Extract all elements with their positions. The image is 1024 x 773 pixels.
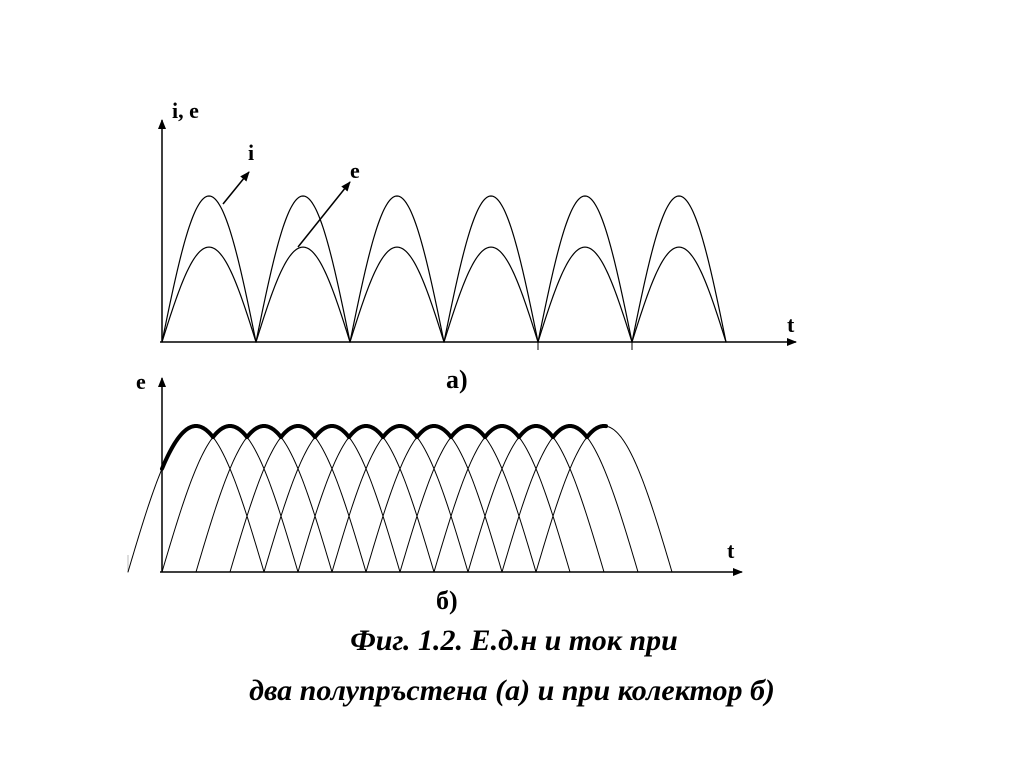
pulse-e [443, 246, 539, 343]
pulse-b [501, 425, 639, 573]
panel-b-curves [127, 424, 673, 573]
pulse-e [161, 246, 257, 343]
curve-i-pointer [222, 171, 250, 205]
pulse-b [399, 425, 537, 573]
panel-a: i, e t i e а) [158, 98, 797, 394]
pulse-e [631, 246, 727, 343]
pulse-i [161, 195, 257, 343]
pulse-e [255, 246, 351, 343]
panel-b-sublabel: б) [436, 586, 458, 615]
curve-e-pointer [297, 181, 351, 248]
pulse-i [349, 195, 445, 343]
pulse-b [433, 425, 571, 573]
pulse-b [365, 425, 503, 573]
pulse-b [535, 425, 673, 573]
pulse-i [537, 195, 633, 343]
pulse-i [631, 195, 727, 343]
pulse-b [297, 425, 435, 573]
panel-a-y-axis-label: i, e [172, 98, 199, 123]
panel-b-y-axis-label: e [136, 369, 146, 394]
caption-line-2: два полупръстена (а) и при колектор б) [249, 674, 775, 707]
pulse-b [263, 425, 401, 573]
curve-e-label: e [350, 158, 360, 183]
pulse-b [195, 425, 333, 573]
curve-i-label: i [248, 140, 254, 165]
pulse-b [127, 425, 265, 573]
pulse-e [349, 246, 445, 343]
panel-b-x-axis-label: t [727, 538, 735, 563]
pulse-e [537, 246, 633, 343]
panel-a-x-axis-label: t [787, 312, 795, 337]
panel-a-sublabel: а) [446, 365, 468, 394]
pulse-b [229, 425, 367, 573]
panel-a-curves [161, 195, 727, 350]
pulse-i [443, 195, 539, 343]
pulse-b [467, 425, 605, 573]
envelope-b [160, 424, 608, 471]
panel-b: e t б) [127, 369, 743, 615]
caption-line-1: Фиг. 1.2. Е.д.н и ток при [350, 624, 678, 657]
pulse-b [331, 425, 469, 573]
pulse-i [255, 195, 351, 343]
pulse-b [161, 425, 299, 573]
